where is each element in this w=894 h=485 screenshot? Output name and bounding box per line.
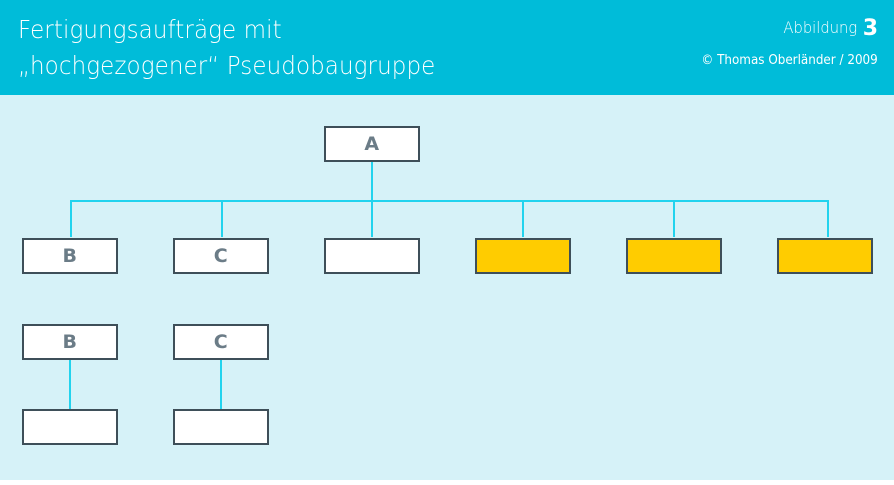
node-subtree-2-parent-c[interactable]: C: [173, 324, 269, 360]
slide-title: Fertigungsaufträge mit „hochgezogener“ P…: [18, 12, 578, 84]
slide-title-line-2: „hochgezogener“ Pseudobaugruppe: [18, 51, 436, 80]
node-label: B: [62, 330, 78, 353]
connector-bus-horizontal: [70, 200, 829, 202]
node-level1-gold-3[interactable]: [777, 238, 873, 274]
node-level1-gold-2[interactable]: [626, 238, 722, 274]
connector-drop-3: [371, 200, 373, 237]
connector-drop-5: [673, 200, 675, 237]
connector-root-down: [371, 162, 373, 201]
node-level1-gold-1[interactable]: [475, 238, 571, 274]
slide-header: Fertigungsaufträge mit „hochgezogener“ P…: [0, 0, 894, 95]
node-root-a[interactable]: A: [324, 126, 420, 162]
node-label: C: [213, 330, 229, 353]
node-label: A: [364, 132, 380, 155]
node-label: C: [213, 244, 229, 267]
connector-subtree-1: [69, 360, 71, 410]
connector-drop-4: [522, 200, 524, 237]
node-level1-empty-white[interactable]: [324, 238, 420, 274]
node-level1-b[interactable]: B: [22, 238, 118, 274]
slide-title-line-1: Fertigungsaufträge mit: [18, 15, 282, 44]
node-label: B: [62, 244, 78, 267]
bottom-trim: [0, 480, 894, 485]
connector-subtree-2: [220, 360, 222, 410]
node-subtree-2-child[interactable]: [173, 409, 269, 445]
figure-caption-row: Abbildung 3: [686, 14, 878, 41]
connector-drop-6: [827, 200, 829, 237]
node-subtree-1-child[interactable]: [22, 409, 118, 445]
figure-number: 3: [862, 16, 878, 41]
node-level1-c[interactable]: C: [173, 238, 269, 274]
figure-caption: Abbildung 3 © Thomas Oberländer / 2009: [686, 14, 878, 68]
connector-drop-2: [221, 200, 223, 237]
figure-label: Abbildung: [782, 18, 857, 37]
node-subtree-1-parent-b[interactable]: B: [22, 324, 118, 360]
diagram-canvas: A B C B: [0, 95, 894, 480]
connector-drop-1: [70, 200, 72, 237]
copyright-notice: © Thomas Oberländer / 2009: [701, 53, 878, 68]
